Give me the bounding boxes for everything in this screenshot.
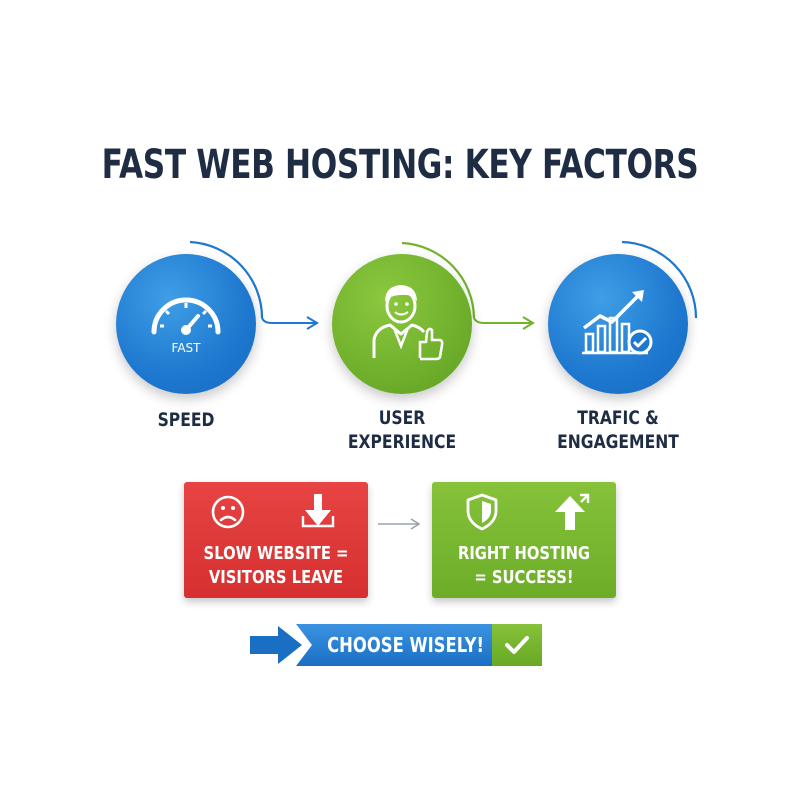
right-hosting-text-line-2: = SUCCESS! — [474, 567, 574, 588]
right-hosting-text-line-1: RIGHT HOSTING — [457, 543, 591, 564]
right-hosting-text: RIGHT HOSTING = SUCCESS! — [449, 542, 600, 590]
user-experience-label-line-2: EXPERIENCE — [347, 431, 457, 453]
growth-chart-icon — [582, 290, 653, 355]
speed-circle: FAST — [116, 254, 256, 394]
up-arrow-icon — [555, 493, 590, 530]
sad-face-icon — [211, 495, 245, 529]
speed-badge-text: FAST — [171, 341, 201, 355]
speedometer-icon — [151, 297, 221, 335]
arc-speed — [189, 240, 264, 319]
connector-ux-to-traffic — [473, 317, 532, 324]
choose-wisely-banner: CHOOSE WISELY! — [250, 623, 542, 667]
slow-website-text-line-1: SLOW WEBSITE = — [203, 543, 349, 564]
speed-label: SPEED — [129, 408, 244, 432]
connector-speed-to-ux — [261, 317, 316, 324]
banner-arrow-shape — [250, 624, 542, 666]
arrowhead-slow-to-success — [410, 518, 421, 530]
traffic-engagement-circle — [548, 254, 688, 394]
page-title: FAST WEB HOSTING: KEY FACTORS — [101, 142, 699, 188]
choose-wisely-text: CHOOSE WISELY! — [327, 633, 484, 657]
arc-ux — [401, 241, 476, 319]
traffic-engagement-label: TRAFIC & ENGAGEMENT — [552, 406, 683, 454]
down-arrow-icon — [301, 494, 335, 528]
arc-traffic — [621, 240, 698, 319]
right-hosting-card: RIGHT HOSTING = SUCCESS! — [432, 482, 616, 598]
slow-website-card: SLOW WEBSITE = VISITORS LEAVE — [184, 482, 368, 598]
speed-label-line-1: SPEED — [157, 409, 215, 431]
thumbs-up-person-icon — [372, 285, 444, 361]
user-experience-label: USER EXPERIENCE — [339, 406, 465, 454]
user-experience-label-line-1: USER — [378, 407, 426, 429]
slow-website-text: SLOW WEBSITE = VISITORS LEAVE — [201, 542, 352, 590]
arrowhead-speed-to-ux — [306, 316, 319, 330]
shield-icon — [466, 493, 498, 531]
traffic-engagement-label-line-2: ENGAGEMENT — [557, 431, 679, 453]
traffic-engagement-label-line-1: TRAFIC & — [577, 407, 659, 429]
checkmark-icon — [505, 636, 529, 654]
slow-website-text-line-2: VISITORS LEAVE — [208, 567, 344, 588]
arrowhead-ux-to-traffic — [522, 316, 535, 330]
user-experience-circle — [332, 254, 472, 394]
